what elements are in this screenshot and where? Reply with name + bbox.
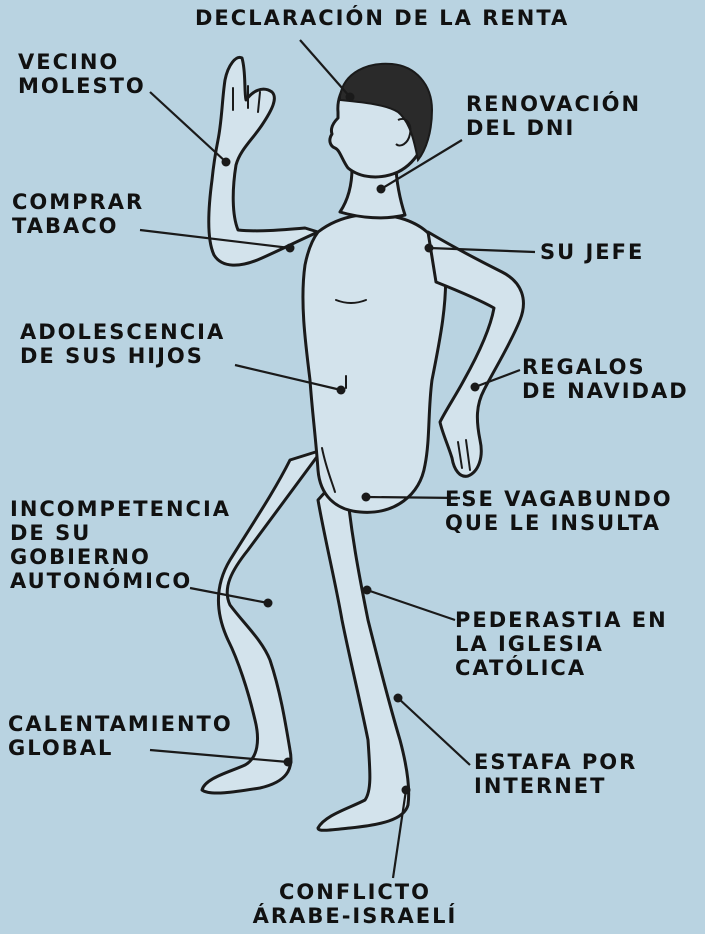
dot-calentamiento: [284, 758, 293, 767]
label-vagabundo-line1: ESE VAGABUNDO: [445, 487, 673, 511]
dot-gobierno: [264, 599, 273, 608]
label-calentamiento-line1: CALENTAMIENTO: [8, 712, 233, 736]
label-declaracion: DECLARACIÓN DE LA RENTA: [195, 6, 569, 30]
pointer-estafa: [398, 698, 470, 765]
label-estafa-line2: INTERNET: [474, 774, 637, 798]
pointer-pederastia: [367, 590, 455, 620]
label-conflicto-line2: ÁRABE-ISRAELÍ: [240, 904, 470, 928]
label-gobierno-line3: GOBIERNO: [10, 545, 231, 569]
label-jefe: SU JEFE: [540, 240, 644, 264]
label-calentamiento: CALENTAMIENTO GLOBAL: [8, 712, 233, 760]
label-jefe-line1: SU JEFE: [540, 240, 644, 264]
human-figure: [202, 57, 523, 830]
label-regalos-line1: REGALOS: [522, 355, 689, 379]
label-adolescencia-line1: ADOLESCENCIA: [20, 320, 225, 344]
label-estafa-line1: ESTAFA POR: [474, 750, 637, 774]
label-vecino-line2: MOLESTO: [18, 74, 146, 98]
dot-vagabundo: [362, 493, 371, 502]
label-adolescencia: ADOLESCENCIA DE SUS HIJOS: [20, 320, 225, 368]
label-declaracion-line1: DECLARACIÓN DE LA RENTA: [195, 6, 569, 30]
pointer-declaracion: [300, 40, 350, 97]
dot-jefe: [425, 244, 434, 253]
label-vecino: VECINO MOLESTO: [18, 50, 146, 98]
label-regalos-line2: DE NAVIDAD: [522, 379, 689, 403]
pointer-vecino: [150, 92, 226, 162]
label-pederastia-line3: CATÓLICA: [455, 656, 668, 680]
label-adolescencia-line2: DE SUS HIJOS: [20, 344, 225, 368]
label-tabaco-line2: TABACO: [12, 214, 144, 238]
label-gobierno: INCOMPETENCIA DE SU GOBIERNO AUTONÓMICO: [10, 497, 231, 593]
label-dni: RENOVACIÓN DEL DNI: [466, 92, 641, 140]
label-pederastia: PEDERASTIA EN LA IGLESIA CATÓLICA: [455, 608, 668, 680]
label-regalos: REGALOS DE NAVIDAD: [522, 355, 689, 403]
label-conflicto: CONFLICTO ÁRABE-ISRAELÍ: [240, 880, 470, 928]
dot-pederastia: [363, 586, 372, 595]
label-vagabundo-line2: QUE LE INSULTA: [445, 511, 673, 535]
torso: [303, 214, 446, 512]
lowered-arm: [428, 232, 523, 476]
label-gobierno-line4: AUTONÓMICO: [10, 569, 231, 593]
dot-regalos: [471, 383, 480, 392]
dot-dni: [377, 185, 386, 194]
right-leg: [318, 470, 409, 830]
label-vagabundo: ESE VAGABUNDO QUE LE INSULTA: [445, 487, 673, 535]
dot-conflicto: [402, 786, 411, 795]
label-dni-line2: DEL DNI: [466, 116, 641, 140]
label-vecino-line1: VECINO: [18, 50, 146, 74]
label-tabaco-line1: COMPRAR: [12, 190, 144, 214]
dot-declaracion: [346, 93, 355, 102]
label-tabaco: COMPRAR TABACO: [12, 190, 144, 238]
dot-tabaco: [286, 244, 295, 253]
dot-estafa: [394, 694, 403, 703]
label-pederastia-line1: PEDERASTIA EN: [455, 608, 668, 632]
label-estafa: ESTAFA POR INTERNET: [474, 750, 637, 798]
label-gobierno-line1: INCOMPETENCIA: [10, 497, 231, 521]
dot-adolescencia: [337, 386, 346, 395]
dot-vecino: [222, 158, 231, 167]
label-calentamiento-line2: GLOBAL: [8, 736, 233, 760]
label-pederastia-line2: LA IGLESIA: [455, 632, 668, 656]
label-gobierno-line2: DE SU: [10, 521, 231, 545]
label-dni-line1: RENOVACIÓN: [466, 92, 641, 116]
label-conflicto-line1: CONFLICTO: [240, 880, 470, 904]
